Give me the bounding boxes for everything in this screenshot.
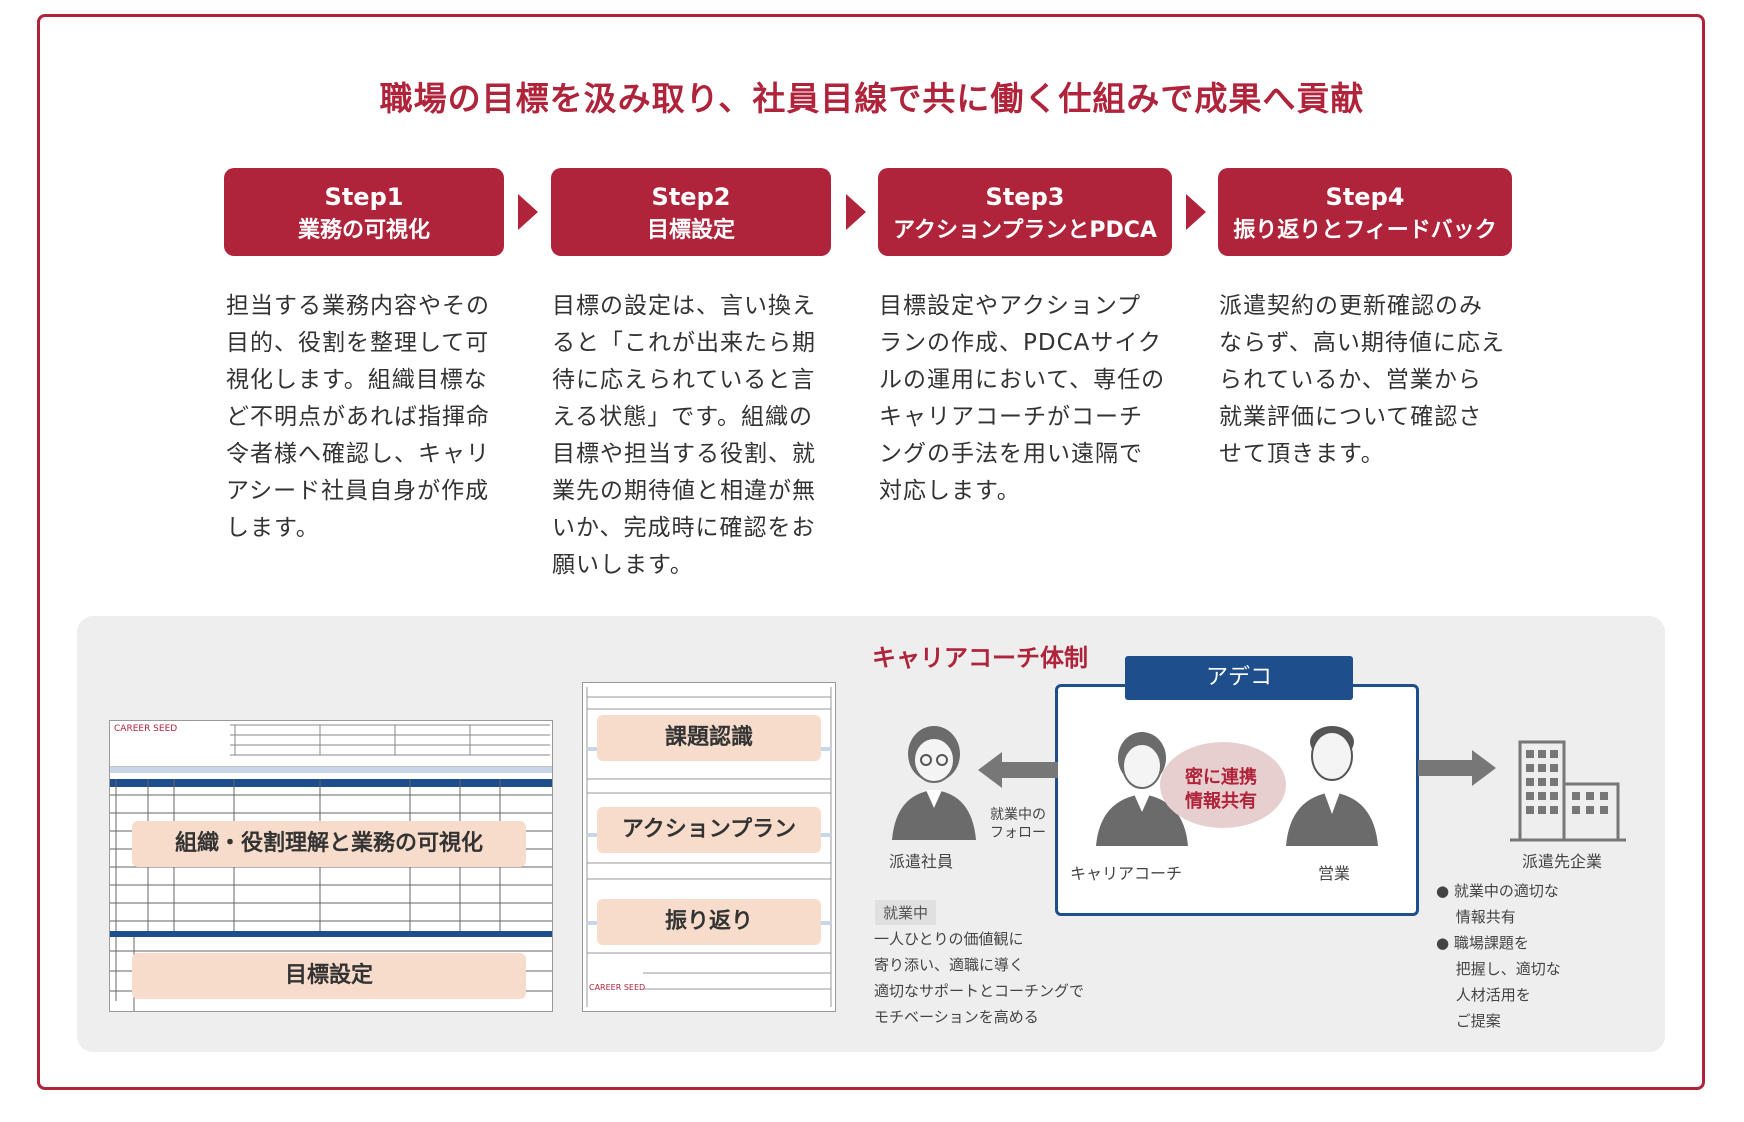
arrow-right-icon xyxy=(1418,750,1496,786)
in-work-tag: 就業中 xyxy=(875,900,937,925)
sales-label: 営業 xyxy=(1318,864,1351,883)
company-support-list: ● 就業中の適切な 情報共有 ● 職場課題を 把握し、適切な 人材活用を ご提案 xyxy=(1436,882,1561,1030)
step-2-header: Step2 目標設定 xyxy=(551,168,831,256)
coach-person-icon xyxy=(1096,732,1188,846)
goal-sheet-form: CAREER SEED 組織・役割理解と業務の可視化 目標設定 xyxy=(109,720,553,1012)
step-1-description: 担当する業務内容やその 目的、役割を整理して可 視化します。組織目標な ど不明点… xyxy=(226,293,490,541)
arrow-left-icon xyxy=(978,752,1058,788)
collaboration-bubble xyxy=(1160,742,1286,828)
step-1-number: Step1 xyxy=(324,183,404,211)
coach-label: キャリアコーチ xyxy=(1070,864,1183,883)
step-2-number: Step2 xyxy=(651,183,731,211)
sheet1-label-bottom: 目標設定 xyxy=(132,953,526,999)
step-4-header: Step4 振り返りとフィードバック xyxy=(1218,168,1512,256)
sheet1-logo: CAREER SEED xyxy=(114,724,178,734)
follow-label: 就業中の フォロー xyxy=(990,807,1046,841)
section-title: 職場の目標を汲み取り、社員目線で共に働く仕組みで成果へ貢献 xyxy=(379,79,1365,118)
step-3-description: 目標設定やアクションプ ランの作成、PDCAサイク ルの運用において、専任の キ… xyxy=(879,293,1166,504)
step-2-description: 目標の設定は、言い換え ると「これが出来たら期 待に応えられていると言 える状態… xyxy=(552,293,816,578)
support-description: 一人ひとりの価値観に 寄り添い、適職に導く 適切なサポートとコーチングで モチベ… xyxy=(874,930,1085,1026)
step-3-name: アクションプランとPDCA xyxy=(893,218,1157,243)
arrow-right-icon xyxy=(518,194,538,230)
step-1-name: 業務の可視化 xyxy=(297,218,430,243)
step-4-description: 派遣契約の更新確認のみ ならず、高い期待値に応え られているか、営業から 就業評… xyxy=(1219,293,1505,467)
step-3-number: Step3 xyxy=(985,183,1065,211)
sheet2-label-2: アクションプラン xyxy=(597,807,821,853)
content-frame xyxy=(37,14,1705,1090)
sales-person-icon xyxy=(1286,726,1378,846)
step-1-header: Step1 業務の可視化 xyxy=(224,168,504,256)
arrow-right-icon xyxy=(846,194,866,230)
collaboration-text: 密に連携 情報共有 xyxy=(1185,767,1257,812)
sheet2-label-3: 振り返り xyxy=(597,899,821,945)
coach-system-title: キャリアコーチ体制 xyxy=(872,644,1088,672)
adeco-label: アデコ xyxy=(1125,656,1353,700)
sheet2-logo: CAREER SEED xyxy=(589,983,646,992)
worker-label: 派遣社員 xyxy=(889,852,954,871)
company-label: 派遣先企業 xyxy=(1522,852,1603,871)
worker-person-icon xyxy=(892,726,976,840)
action-plan-sheet: CAREER SEED 課題認識 アクションプラン 振り返り xyxy=(582,682,836,1012)
sheet1-label-top: 組織・役割理解と業務の可視化 xyxy=(132,821,526,867)
step-3-header: Step3 アクションプランとPDCA xyxy=(878,168,1172,256)
sheet2-label-1: 課題認識 xyxy=(597,715,821,761)
step-4-name: 振り返りとフィードバック xyxy=(1233,218,1497,243)
building-icon xyxy=(1510,740,1626,842)
arrow-right-icon xyxy=(1186,194,1206,230)
step-4-number: Step4 xyxy=(1325,183,1405,211)
step-2-name: 目標設定 xyxy=(646,218,735,243)
